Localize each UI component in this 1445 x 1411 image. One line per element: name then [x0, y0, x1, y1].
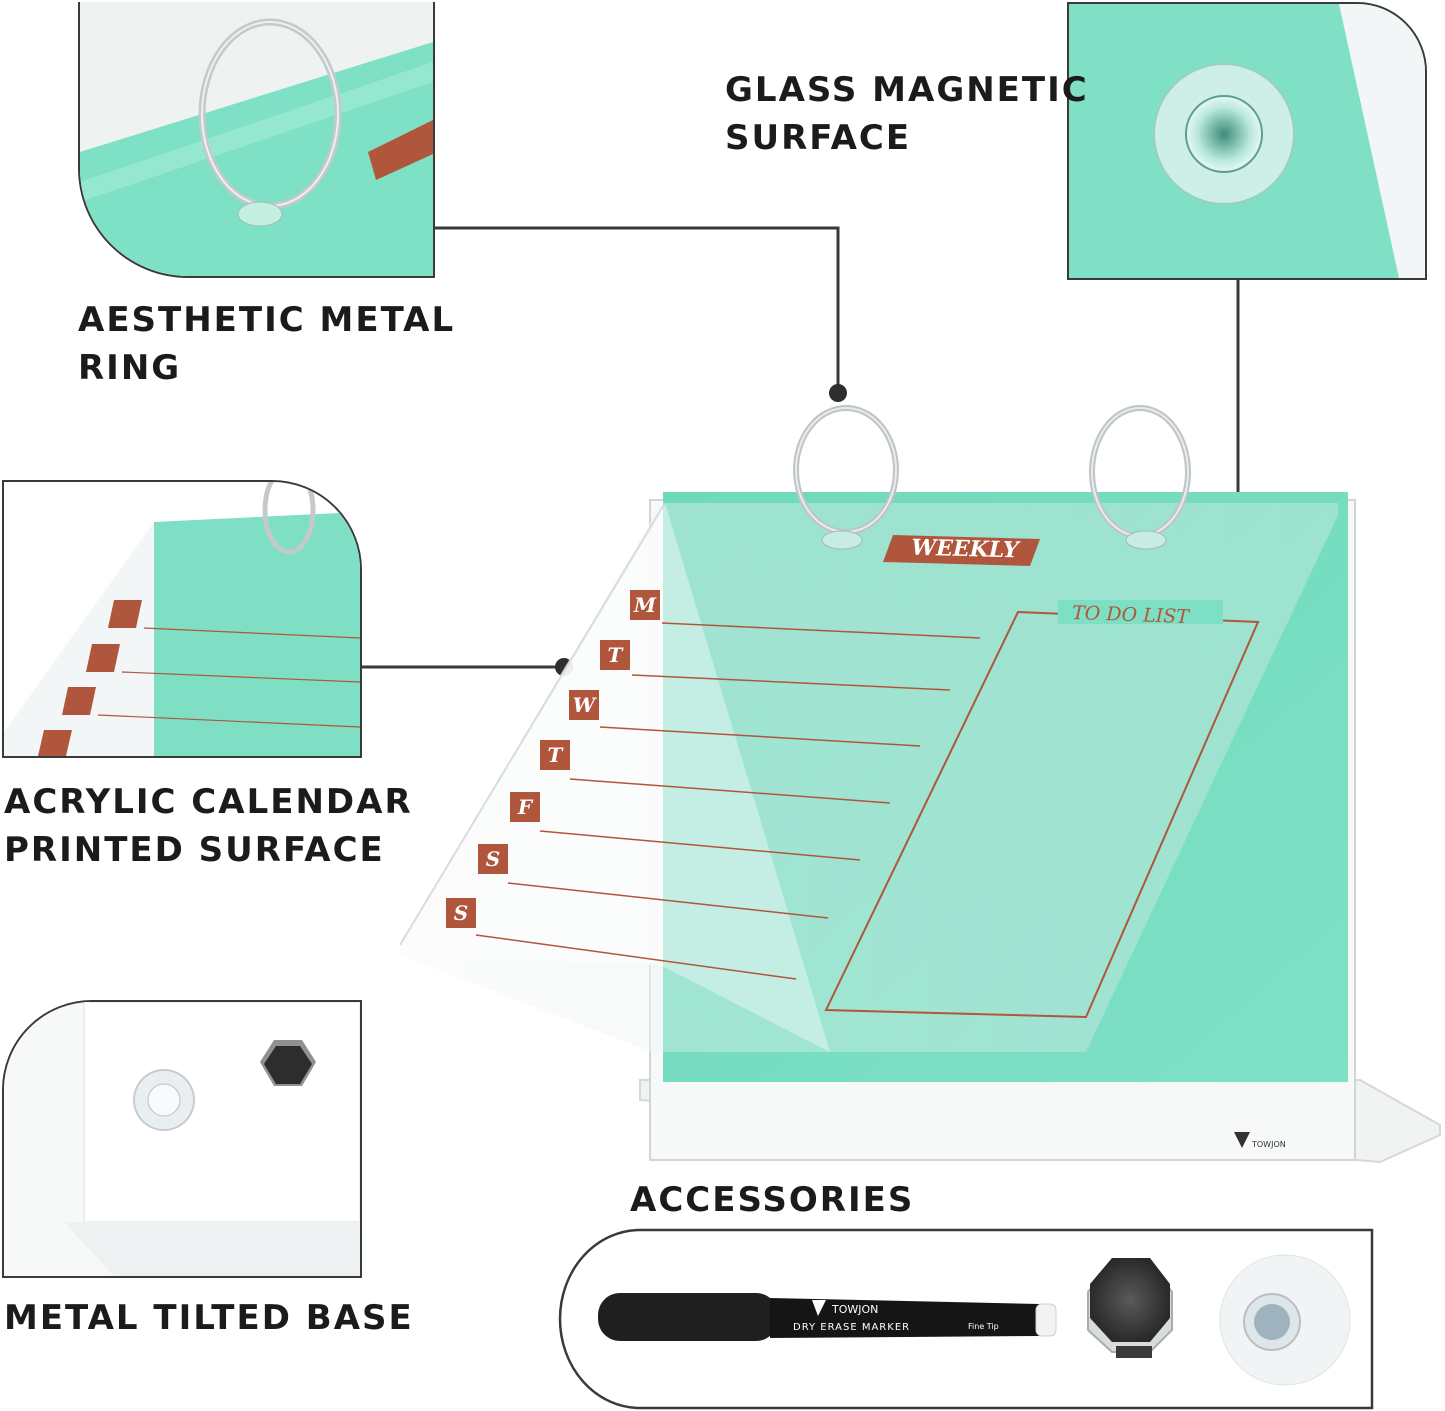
connector-lines — [360, 226, 1240, 669]
label-line: AESTHETIC METAL — [78, 300, 456, 340]
day-label: S — [478, 844, 508, 874]
day-label: W — [569, 690, 599, 720]
marker-label: DRY ERASE MARKER — [793, 1322, 911, 1333]
day-label: S — [446, 898, 476, 928]
marker-brand: TOWJON — [832, 1303, 879, 1316]
connector-dot-ring — [829, 384, 847, 402]
board-brand: TOWJON — [1252, 1140, 1286, 1149]
accessories-label: ACCESSORIES — [630, 1176, 914, 1224]
todo-list-title: TO DO LIST — [1071, 601, 1190, 629]
base-detail-panel — [2, 1000, 362, 1278]
marker-tip: Fine Tip — [968, 1322, 999, 1331]
acrylic-calendar-label: ACRYLIC CALENDAR PRINTED SURFACE — [4, 778, 413, 874]
day-label: M — [630, 590, 660, 620]
ring-detail-panel — [78, 2, 435, 278]
glass-magnetic-label: GLASS MAGNETIC SURFACE — [725, 66, 1089, 162]
metal-base-label: METAL TILTED BASE — [4, 1294, 414, 1342]
label-line: ACCESSORIES — [630, 1180, 915, 1220]
weekly-title: WEEKLY — [911, 534, 1019, 564]
label-line: PRINTED SURFACE — [4, 830, 385, 870]
label-line: SURFACE — [725, 118, 912, 158]
accessories-items — [598, 1254, 1351, 1386]
label-line: GLASS MAGNETIC — [725, 70, 1089, 110]
calendar-board — [399, 405, 1441, 1164]
day-label: T — [540, 740, 570, 770]
glass-detail-panel — [1067, 2, 1427, 280]
label-line: RING — [78, 348, 182, 388]
day-label: T — [600, 640, 630, 670]
day-label: F — [510, 792, 540, 822]
label-line: METAL TILTED BASE — [4, 1298, 414, 1338]
acrylic-detail-panel — [2, 480, 362, 758]
metal-ring-label: AESTHETIC METAL RING — [78, 296, 455, 392]
label-line: ACRYLIC CALENDAR — [4, 782, 413, 822]
